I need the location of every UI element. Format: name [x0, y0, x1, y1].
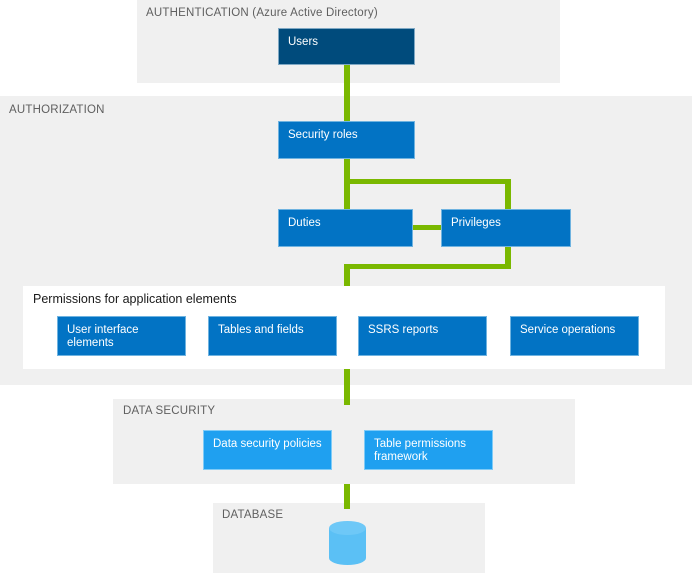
connector-branch-horizontal-top [344, 179, 511, 184]
node-duties[interactable]: Duties [278, 209, 413, 247]
connector-data-security-to-database [344, 484, 350, 509]
connector-permissions-to-data-security [344, 369, 350, 405]
band-authorization-label: AUTHORIZATION [9, 104, 105, 116]
cylinder-bottom [329, 551, 366, 565]
node-tables-and-fields[interactable]: Tables and fields [208, 316, 337, 356]
connector-duties-to-privileges [410, 225, 442, 230]
node-security-roles[interactable]: Security roles [278, 121, 415, 159]
node-data-security-policies[interactable]: Data security policies [203, 430, 332, 470]
band-database-label: DATABASE [222, 509, 284, 521]
node-ssrs-reports[interactable]: SSRS reports [358, 316, 487, 356]
connector-security-roles-to-duties [344, 159, 350, 211]
node-user-interface-elements[interactable]: User interface elements [57, 316, 186, 356]
panel-permissions-label: Permissions for application elements [33, 292, 237, 306]
connector-to-permissions [344, 264, 350, 287]
connector-branch-to-privileges [505, 179, 511, 211]
connector-users-to-security-roles [344, 64, 350, 121]
node-service-operations[interactable]: Service operations [510, 316, 639, 356]
band-data-security-label: DATA SECURITY [123, 405, 216, 417]
band-data-security [113, 399, 575, 484]
database-cylinder-icon [329, 521, 366, 565]
node-users[interactable]: Users [278, 28, 415, 65]
cylinder-top [329, 521, 366, 535]
node-privileges[interactable]: Privileges [441, 209, 571, 247]
connector-branch-horizontal-bottom [344, 264, 511, 269]
node-table-permissions-framework[interactable]: Table permissions framework [364, 430, 493, 470]
band-authentication-label: AUTHENTICATION (Azure Active Directory) [146, 7, 378, 19]
connector-privileges-down [505, 244, 511, 269]
